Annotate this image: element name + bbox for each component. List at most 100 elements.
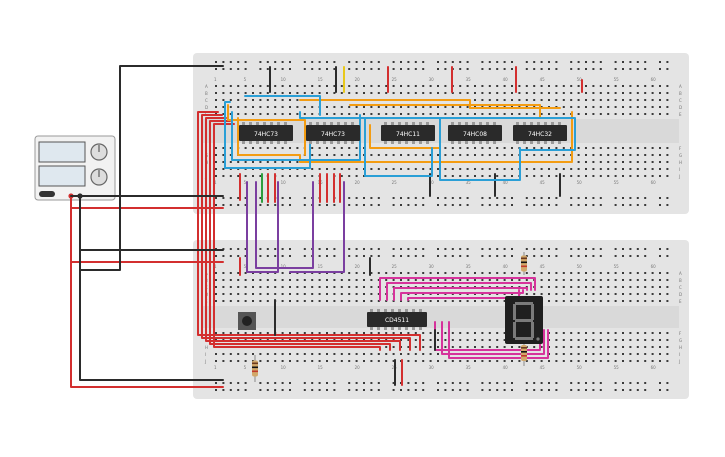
terminal-hole[interactable] bbox=[644, 339, 647, 341]
terminal-hole[interactable] bbox=[622, 279, 624, 281]
terminal-hole[interactable] bbox=[540, 113, 543, 115]
terminal-hole[interactable] bbox=[370, 154, 373, 156]
rail-hole[interactable] bbox=[215, 255, 217, 257]
rail-hole[interactable] bbox=[599, 382, 602, 384]
rail-hole[interactable] bbox=[659, 389, 661, 391]
terminal-hole[interactable] bbox=[629, 99, 632, 101]
rail-hole[interactable] bbox=[363, 204, 365, 206]
terminal-hole[interactable] bbox=[666, 161, 669, 163]
terminal-hole[interactable] bbox=[266, 99, 269, 101]
terminal-hole[interactable] bbox=[629, 346, 632, 348]
terminal-hole[interactable] bbox=[459, 106, 462, 108]
terminal-hole[interactable] bbox=[385, 272, 388, 274]
terminal-hole[interactable] bbox=[429, 113, 432, 115]
terminal-hole[interactable] bbox=[333, 353, 336, 355]
terminal-hole[interactable] bbox=[636, 154, 639, 156]
rail-hole[interactable] bbox=[215, 382, 217, 384]
terminal-hole[interactable] bbox=[429, 154, 432, 156]
rail-hole[interactable] bbox=[533, 204, 536, 206]
terminal-hole[interactable] bbox=[592, 300, 595, 302]
terminal-hole[interactable] bbox=[296, 113, 299, 115]
rail-hole[interactable] bbox=[466, 255, 469, 257]
terminal-hole[interactable] bbox=[503, 147, 506, 149]
terminal-hole[interactable] bbox=[666, 339, 669, 341]
rail-hole[interactable] bbox=[222, 204, 225, 206]
terminal-hole[interactable] bbox=[414, 353, 417, 355]
terminal-hole[interactable] bbox=[252, 300, 254, 302]
terminal-hole[interactable] bbox=[555, 293, 558, 295]
rail-hole[interactable] bbox=[466, 204, 469, 206]
terminal-hole[interactable] bbox=[222, 279, 225, 281]
terminal-hole[interactable] bbox=[444, 339, 447, 341]
terminal-hole[interactable] bbox=[540, 154, 543, 156]
terminal-hole[interactable] bbox=[570, 106, 573, 108]
terminal-hole[interactable] bbox=[659, 161, 661, 163]
terminal-hole[interactable] bbox=[363, 92, 365, 94]
terminal-hole[interactable] bbox=[474, 147, 476, 149]
rail-hole[interactable] bbox=[326, 255, 328, 257]
rail-hole[interactable] bbox=[259, 204, 262, 206]
terminal-hole[interactable] bbox=[585, 85, 587, 87]
rail-hole[interactable] bbox=[614, 61, 617, 63]
rail-hole[interactable] bbox=[533, 382, 536, 384]
terminal-hole[interactable] bbox=[577, 147, 580, 149]
terminal-hole[interactable] bbox=[429, 92, 432, 94]
rail-hole[interactable] bbox=[555, 389, 558, 391]
terminal-hole[interactable] bbox=[318, 286, 321, 288]
rail-hole[interactable] bbox=[577, 61, 580, 63]
rail-hole[interactable] bbox=[407, 197, 410, 199]
terminal-hole[interactable] bbox=[444, 279, 447, 281]
terminal-hole[interactable] bbox=[407, 279, 410, 281]
terminal-hole[interactable] bbox=[259, 300, 262, 302]
power-supply[interactable] bbox=[34, 135, 116, 201]
rail-hole[interactable] bbox=[348, 204, 351, 206]
terminal-hole[interactable] bbox=[281, 113, 284, 115]
terminal-hole[interactable] bbox=[592, 99, 595, 101]
terminal-hole[interactable] bbox=[592, 147, 595, 149]
rail-hole[interactable] bbox=[614, 248, 617, 250]
terminal-hole[interactable] bbox=[651, 168, 654, 170]
purple-wire[interactable] bbox=[255, 181, 314, 269]
terminal-hole[interactable] bbox=[644, 332, 647, 334]
rail-hole[interactable] bbox=[666, 389, 669, 391]
rail-hole[interactable] bbox=[370, 61, 373, 63]
rail-hole[interactable] bbox=[318, 204, 321, 206]
terminal-hole[interactable] bbox=[363, 360, 365, 362]
rail-hole[interactable] bbox=[414, 68, 417, 70]
terminal-hole[interactable] bbox=[318, 279, 321, 281]
terminal-hole[interactable] bbox=[222, 286, 225, 288]
rail-hole[interactable] bbox=[496, 389, 499, 391]
terminal-hole[interactable] bbox=[577, 175, 580, 177]
terminal-hole[interactable] bbox=[511, 279, 513, 281]
terminal-hole[interactable] bbox=[488, 99, 491, 101]
rail-hole[interactable] bbox=[377, 255, 380, 257]
terminal-hole[interactable] bbox=[636, 272, 639, 274]
terminal-hole[interactable] bbox=[237, 360, 240, 362]
terminal-hole[interactable] bbox=[326, 106, 328, 108]
data-wire-red[interactable] bbox=[209, 120, 391, 351]
rail-hole[interactable] bbox=[644, 68, 647, 70]
terminal-hole[interactable] bbox=[237, 106, 240, 108]
terminal-hole[interactable] bbox=[644, 293, 647, 295]
terminal-hole[interactable] bbox=[215, 154, 217, 156]
segment-wire[interactable] bbox=[407, 289, 520, 301]
terminal-hole[interactable] bbox=[266, 286, 269, 288]
terminal-hole[interactable] bbox=[562, 286, 565, 288]
rail-hole[interactable] bbox=[437, 197, 439, 199]
terminal-hole[interactable] bbox=[555, 99, 558, 101]
terminal-hole[interactable] bbox=[222, 154, 225, 156]
rail-hole[interactable] bbox=[570, 255, 573, 257]
rail-hole[interactable] bbox=[496, 68, 499, 70]
rail-hole[interactable] bbox=[488, 248, 491, 250]
terminal-hole[interactable] bbox=[296, 147, 299, 149]
terminal-hole[interactable] bbox=[570, 168, 573, 170]
rail-hole[interactable] bbox=[629, 389, 632, 391]
terminal-hole[interactable] bbox=[533, 360, 536, 362]
terminal-hole[interactable] bbox=[496, 99, 499, 101]
rail-hole[interactable] bbox=[644, 255, 647, 257]
rail-hole[interactable] bbox=[555, 204, 558, 206]
chip-74hc32[interactable]: 74HC32 bbox=[513, 122, 567, 144]
rail-hole[interactable] bbox=[622, 204, 624, 206]
rail-hole[interactable] bbox=[392, 382, 395, 384]
terminal-hole[interactable] bbox=[281, 161, 284, 163]
